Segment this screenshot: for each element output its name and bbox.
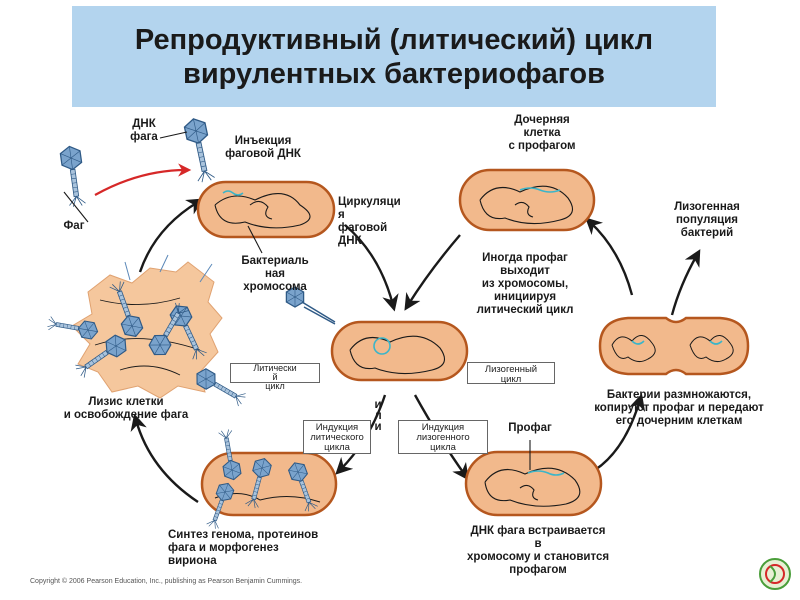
label-bacterial-chromosome: Бактериаль ная хромосома <box>241 255 309 293</box>
pointer-lines <box>63 131 531 470</box>
label-injection: Инъекция фаговой ДНК <box>225 135 301 160</box>
label-integration: ДНК фага встраивается в хромосому и стан… <box>466 525 610 576</box>
page-title: Репродуктивный (литический) цикл вирулен… <box>135 23 653 91</box>
arrow-integration-to-divide <box>594 393 646 471</box>
label-circulation: Циркуляци я фаговой ДНК <box>338 196 401 247</box>
box-lytic-induction: Индукция литического цикла <box>303 420 371 454</box>
box-lysogenic-induction: Индукция лизогенного цикла <box>398 420 488 454</box>
label-lysis: Лизис клетки и освобождение фага <box>63 396 189 421</box>
title-banner: Репродуктивный (литический) цикл вирулен… <box>72 6 716 107</box>
arrow-divide-to-population <box>670 249 701 316</box>
label-phage: Фаг <box>63 220 85 232</box>
cell-injection <box>196 180 336 239</box>
box-lytic-cycle: Литически й цикл <box>230 363 320 391</box>
arrow-daughter-to-center <box>404 234 461 311</box>
box-lysogenic-cycle: Лизогенный цикл <box>467 362 555 385</box>
arrow-injection-to-circulation <box>344 224 399 312</box>
cell-center <box>330 320 469 382</box>
label-prophage-exits: Иногда профаг выходит из хромосомы, иниц… <box>476 252 574 316</box>
label-daughter-cell: Дочерняя клетка с профагом <box>508 114 576 152</box>
logo-icon <box>759 558 791 590</box>
cell-dividing <box>598 316 750 376</box>
cell-integration <box>464 450 603 517</box>
label-synthesis: Синтез генома, протеинов фага и морфоген… <box>168 529 319 567</box>
copyright-notice: Copyright © 2006 Pearson Education, Inc.… <box>30 578 303 585</box>
arrow-divide-to-daughter <box>585 217 634 296</box>
label-phage-dna: ДНК фага <box>130 118 158 143</box>
label-bacteria-multiply: Бактерии размножаются, копируют профаг и… <box>594 389 764 427</box>
label-prophage: Профаг <box>508 422 552 434</box>
cell-daughter <box>458 168 596 232</box>
free-phage <box>58 144 89 209</box>
title-line-2: вирулентных бактериофагов <box>183 57 605 90</box>
arrow-synthesis-to-lysis <box>130 413 199 503</box>
label-or: и л и <box>374 399 382 433</box>
phage-approach-arrow <box>94 163 192 196</box>
label-lysogenic-population: Лизогенная популяция бактерий <box>674 201 740 239</box>
arrow-lysis-to-injection <box>138 198 204 273</box>
title-line-1: Репродуктивный (литический) цикл <box>134 23 654 56</box>
